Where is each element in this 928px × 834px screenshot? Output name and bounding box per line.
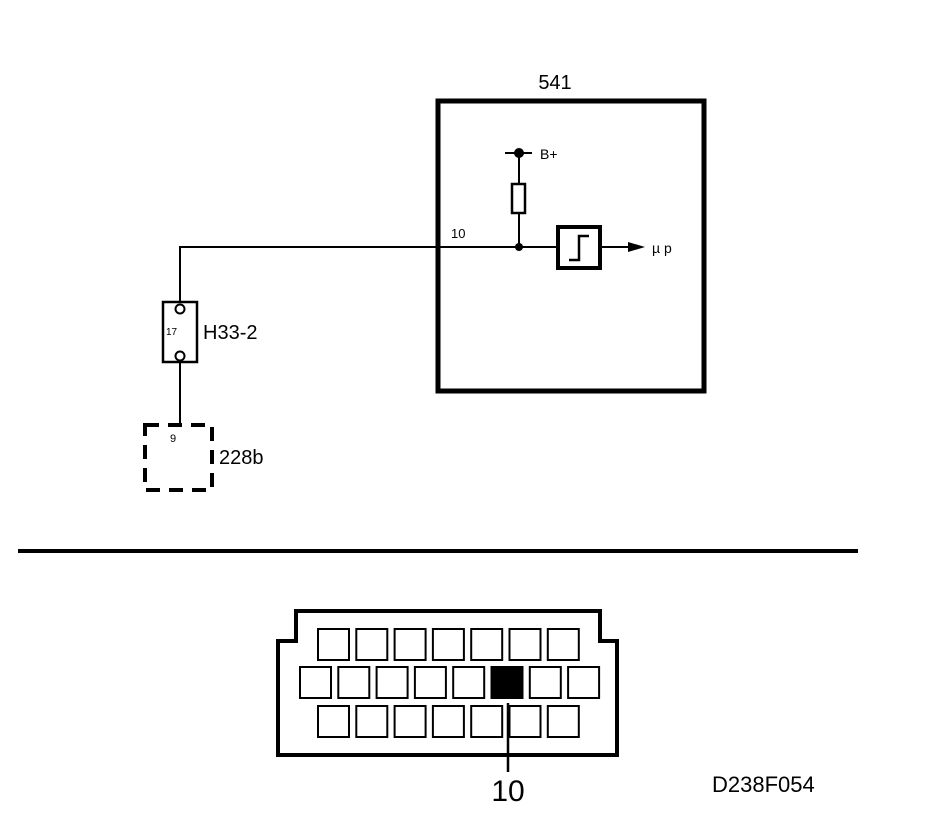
connector-pin xyxy=(470,705,504,738)
connector-pin xyxy=(452,666,486,699)
schmitt-trigger-symbol xyxy=(569,234,589,262)
connector-pin xyxy=(393,628,427,661)
connector-pin xyxy=(528,666,562,699)
pin-10-label: 10 xyxy=(451,226,465,241)
connector-pin xyxy=(337,666,371,699)
output-label: µ p xyxy=(652,240,672,256)
connector-label: H33-2 xyxy=(203,322,257,344)
component-228b-box xyxy=(143,423,214,492)
connector-pin-top xyxy=(174,303,186,315)
connector-pin xyxy=(508,628,542,661)
connector-pin xyxy=(317,705,350,738)
connector-pin xyxy=(355,628,389,661)
component-pin-number: 9 xyxy=(170,433,176,445)
connector-pin xyxy=(431,628,465,661)
drawing-id: D238F054 xyxy=(712,772,815,797)
output-arrow-icon xyxy=(628,242,645,252)
connector-pin xyxy=(355,705,389,738)
connector-pin-bottom xyxy=(174,350,186,362)
connector-pins xyxy=(299,628,601,738)
connector-pin xyxy=(546,628,580,661)
connector-pin-number: 17 xyxy=(166,327,178,338)
pullup-resistor xyxy=(510,182,527,215)
connector-pin xyxy=(431,705,465,738)
connector-pin xyxy=(299,666,332,699)
module-541-label: 541 xyxy=(538,72,571,94)
connector-pin xyxy=(393,705,427,738)
highlighted-pin-label: 10 xyxy=(491,775,524,808)
connector-pin xyxy=(375,666,409,699)
connector-pin xyxy=(470,628,504,661)
connector-pin xyxy=(413,666,447,699)
connector-pin xyxy=(508,705,542,738)
connector-pin xyxy=(546,705,580,738)
connector-pin xyxy=(567,666,601,699)
connector-face-outline xyxy=(276,609,619,757)
signal-wire xyxy=(179,246,519,306)
connector-pin xyxy=(317,628,350,661)
component-label: 228b xyxy=(219,447,264,469)
supply-label: B+ xyxy=(540,146,558,162)
connector-pin-highlighted xyxy=(490,666,524,699)
